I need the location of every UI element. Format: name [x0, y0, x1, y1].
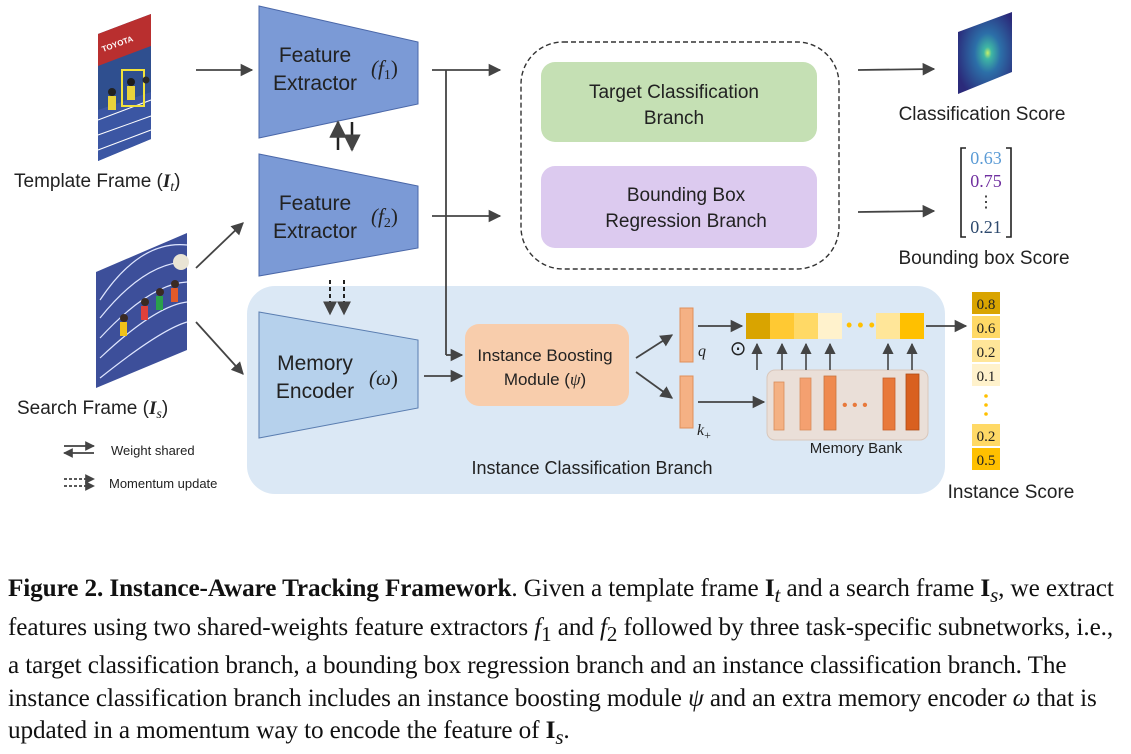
caption-text: .: [563, 717, 570, 745]
branch-output-arrows: [857, 62, 936, 218]
k-symbol: k+: [697, 422, 711, 442]
q-symbol: q: [698, 343, 706, 360]
memory-encoder-line2: Encoder: [276, 380, 354, 403]
boosting-line1: Instance Boosting: [477, 346, 612, 365]
instance-score-6: 0.5: [977, 453, 996, 469]
instance-score-3: 0.2: [977, 345, 996, 361]
extractor-2-line1: Feature: [279, 192, 351, 215]
memory-bank-arrows: [751, 342, 918, 370]
bbox-reg-line2: Regression Branch: [605, 211, 767, 232]
boosting-output-arrows: [635, 319, 766, 409]
extractor-2-line2: Extractor: [273, 220, 357, 243]
bbox-reg-line1: Bounding Box: [627, 185, 746, 206]
extractor-1-line2: Extractor: [273, 72, 357, 95]
odot-symbol: ⊙: [730, 336, 747, 360]
caption-text: . Given a template frame: [511, 575, 765, 602]
caption-subscript: 1: [541, 621, 552, 646]
task-branches-container: [520, 41, 840, 270]
template-frame-image: TOYOTA: [97, 14, 152, 161]
instance-boosting-module: [465, 324, 629, 406]
boosting-line2: Module (ψ): [504, 370, 586, 389]
caption-subscript: 2: [606, 621, 618, 646]
instance-branch-label: Instance Classification Branch: [471, 458, 712, 478]
caption-symbol: I: [980, 575, 991, 602]
caption-subscript: s: [555, 725, 564, 750]
memory-bank-label: Memory Bank: [810, 440, 903, 457]
feature-extractor-2: [258, 153, 419, 277]
instance-score-1: 0.8: [977, 297, 996, 313]
caption-text: , we extract features using two shared-w…: [8, 575, 1114, 641]
bbox-value-1: 0.63: [970, 148, 1002, 168]
bbox-regression-branch: [541, 166, 817, 248]
caption-symbol: f: [600, 613, 607, 641]
instance-score-column: 0.8 0.6 0.2 0.1 0.2 0.5: [972, 292, 1000, 470]
caption-text: and: [551, 613, 601, 641]
svg-text:• • •: • • •: [842, 397, 868, 414]
caption-subscript: t: [774, 583, 781, 608]
extractor-2-fn: (f2): [371, 204, 398, 231]
caption-text: that is updated in a momentum way to enc…: [8, 684, 1097, 745]
bbox-score-vector: 0.63 0.75 ⋮ 0.21: [960, 147, 1012, 238]
svg-text:• • •: • • •: [846, 315, 875, 335]
figure-caption: Figure 2. Instance-Aware Tracking Framew…: [8, 573, 1123, 754]
legend-momentum-update: Momentum update: [109, 476, 217, 491]
memory-encoder: [258, 311, 419, 439]
caption-symbol: ω: [1012, 684, 1031, 712]
bbox-value-ellipsis: ⋮: [978, 194, 994, 211]
framework-diagram: Instance Classification Branch TOYOTA: [14, 5, 1075, 503]
caption-symbol: f: [534, 613, 542, 641]
bbox-value-3: 0.21: [970, 217, 1002, 237]
target-cls-line2: Branch: [644, 108, 704, 129]
memory-bank-features: • • •: [773, 373, 920, 431]
search-frame-image: [96, 233, 189, 388]
caption-symbol: ψ: [688, 684, 704, 712]
instance-score-4: 0.1: [977, 369, 996, 385]
search-frame-label: Search Frame (Is): [17, 398, 168, 422]
bbox-score-label: Bounding box Score: [898, 248, 1069, 269]
extractor-1-line1: Feature: [279, 44, 351, 67]
instance-score-2: 0.6: [977, 321, 996, 337]
weight-shared-arrows: [329, 120, 361, 152]
target-cls-line1: Target Classification: [589, 82, 759, 103]
classification-heatmap: [958, 12, 1012, 94]
classification-score-label: Classification Score: [899, 104, 1066, 125]
feature-extractor-1: [258, 5, 419, 139]
bbox-value-2: 0.75: [970, 171, 1002, 191]
caption-figure-label: Figure 2. Instance-Aware Tracking Framew…: [8, 575, 512, 602]
caption-text: and a search frame: [780, 575, 981, 602]
key-feature: [679, 375, 694, 429]
input-arrows: [195, 63, 254, 375]
feature-arrows: [424, 63, 502, 383]
caption-text: followed by three task-specific subnetwo…: [8, 613, 1114, 712]
legend-weight-shared: Weight shared: [111, 443, 195, 458]
template-frame-label: Template Frame (It): [14, 171, 181, 195]
target-classification-branch: [541, 62, 817, 142]
caption-symbol: I: [764, 575, 775, 602]
similarity-row: • • •: [746, 313, 924, 339]
caption-text: and an extra memory encoder: [703, 684, 1013, 712]
instance-score-label: Instance Score: [948, 482, 1075, 503]
query-feature: [679, 307, 694, 363]
instance-score-5: 0.2: [977, 429, 996, 445]
legend: Weight shared Momentum update: [63, 441, 217, 491]
memory-encoder-fn: (ω): [369, 366, 398, 390]
caption-symbol: I: [545, 717, 556, 745]
memory-encoder-line1: Memory: [277, 352, 353, 375]
momentum-update-arrows: [323, 280, 351, 316]
caption-subscript: s: [990, 583, 999, 608]
